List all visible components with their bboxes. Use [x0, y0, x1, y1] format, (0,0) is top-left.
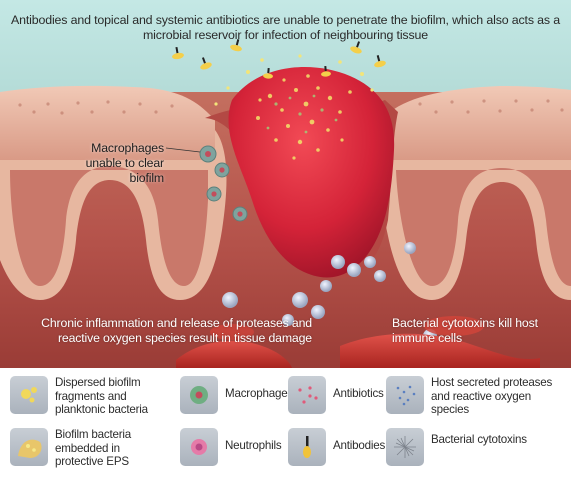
dispersed-biofilm-icon	[10, 376, 48, 414]
proteases-icon	[386, 376, 424, 414]
legend-label-dispersed-biofilm: Dispersed biofilm fragments and plankton…	[55, 376, 155, 417]
legend: Dispersed biofilm fragments and plankton…	[0, 368, 571, 499]
legend-item-neutrophils: Neutrophils	[180, 428, 305, 466]
antibody-icon	[288, 428, 326, 466]
legend-item-antibodies: Antibodies	[288, 428, 393, 466]
legend-label-proteases: Host secreted proteases and reactive oxy…	[431, 376, 569, 417]
legend-item-proteases: Host secreted proteases and reactive oxy…	[386, 376, 569, 417]
legend-label-biofilm-bacteria: Biofilm bacteria embedded in protective …	[55, 428, 155, 469]
legend-item-cytotoxins: Bacterial cytotoxins	[386, 428, 551, 466]
caption-bacterial-cytotoxins: Bacterial cytotoxins kill host immune ce…	[392, 316, 562, 346]
legend-label-cytotoxins: Bacterial cytotoxins	[431, 433, 551, 447]
wound-illustration: Antibodies and topical and systemic anti…	[0, 0, 571, 368]
legend-label-antibiotics: Antibiotics	[333, 387, 393, 401]
antibiotics-icon	[288, 376, 326, 414]
legend-item-macrophages: Macrophages	[180, 376, 305, 414]
legend-item-dispersed-biofilm: Dispersed biofilm fragments and plankton…	[10, 376, 155, 417]
caption-macrophages: Macrophages unable to clear biofilm	[60, 141, 164, 186]
legend-item-biofilm-bacteria: Biofilm bacteria embedded in protective …	[10, 428, 155, 469]
biofilm-bacteria-icon	[10, 428, 48, 466]
legend-label-antibodies: Antibodies	[333, 439, 393, 453]
macrophage-icon	[180, 376, 218, 414]
caption-antibiotic-penetration: Antibodies and topical and systemic anti…	[6, 13, 565, 43]
neutrophil-icon	[180, 428, 218, 466]
legend-item-antibiotics: Antibiotics	[288, 376, 393, 414]
caption-chronic-inflammation: Chronic inflammation and release of prot…	[22, 316, 312, 346]
cytotoxins-icon	[386, 428, 424, 466]
